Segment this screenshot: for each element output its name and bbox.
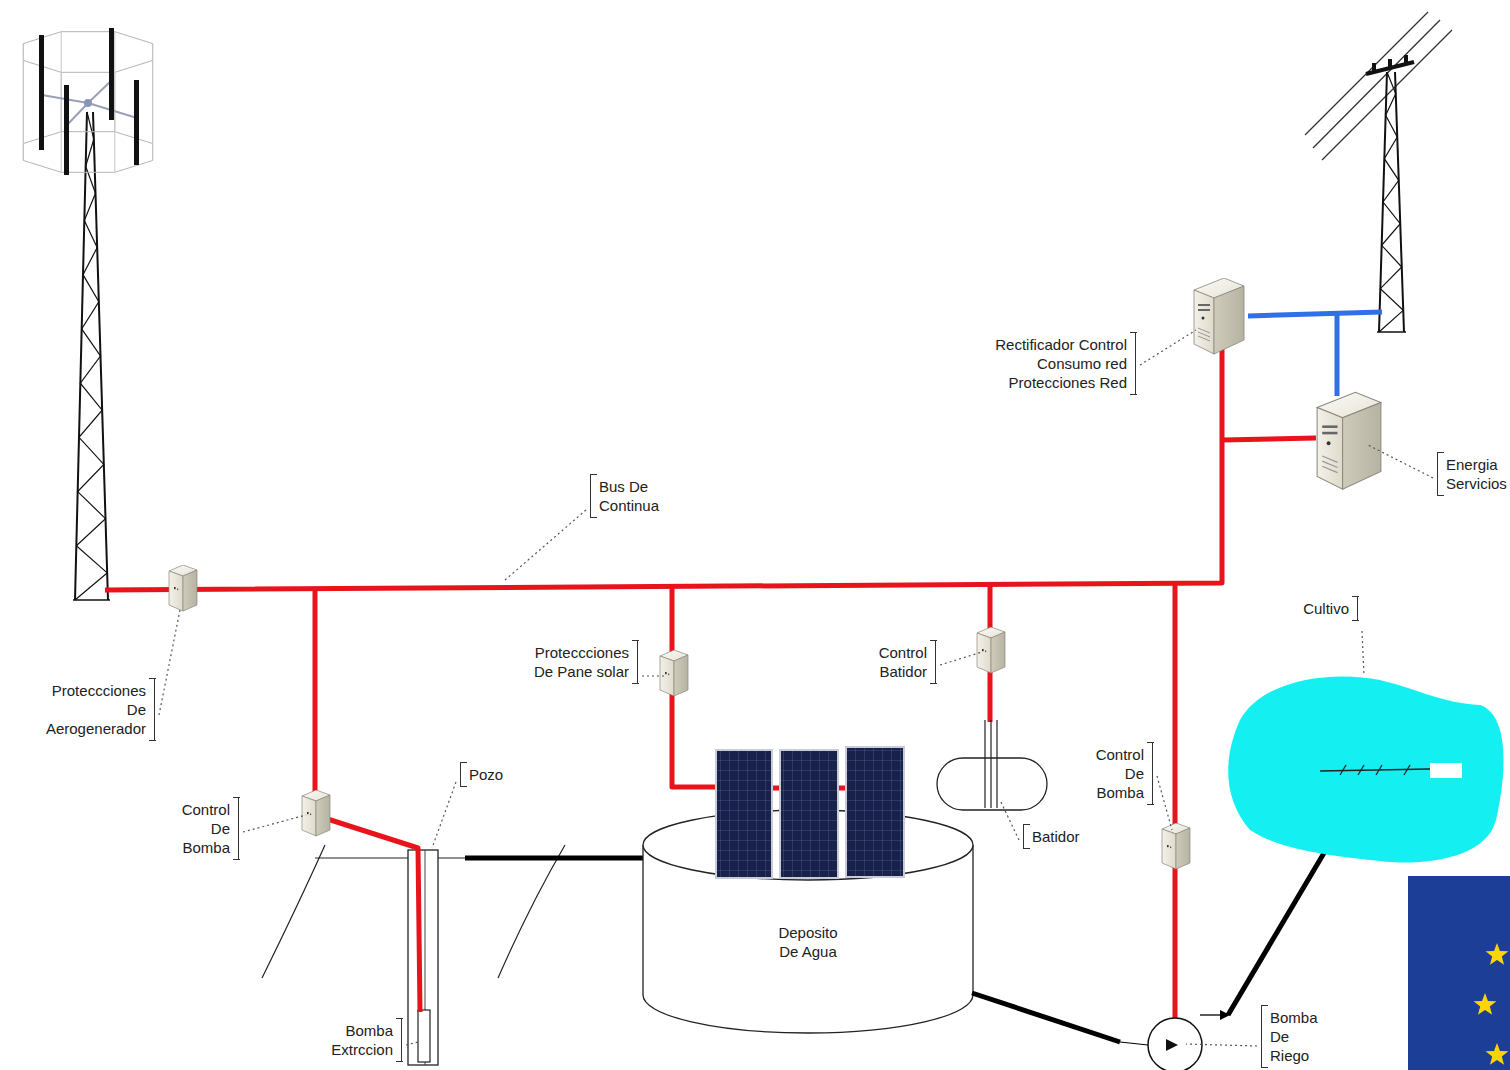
callout-label: Proteccciones De Pane solar bbox=[519, 640, 638, 684]
pylon-lattice bbox=[1395, 72, 1404, 332]
control-cabinets bbox=[169, 278, 1381, 869]
rotor-cage-line bbox=[114, 32, 115, 132]
dc-bus bbox=[105, 345, 1316, 1018]
flow-arrow bbox=[1220, 1010, 1230, 1020]
callout-label: Pozo bbox=[460, 762, 503, 787]
tower-lattice bbox=[75, 112, 87, 600]
flag-star bbox=[1486, 943, 1509, 965]
callout-label: Batidor bbox=[1023, 824, 1080, 849]
tower-lattice bbox=[75, 112, 107, 600]
callout-label: Rectificador Control Consumo red Protecc… bbox=[977, 332, 1136, 395]
solar-panels bbox=[716, 747, 904, 878]
crop-field bbox=[1228, 676, 1503, 862]
wind-rotor-blades bbox=[39, 28, 139, 175]
tank-label: Deposito De Agua bbox=[778, 923, 837, 961]
rotor-cage-line bbox=[23, 44, 24, 144]
callout-label: Bomba De Riego bbox=[1261, 1005, 1318, 1068]
rotor-cage-line bbox=[152, 44, 153, 144]
ac-grid-line bbox=[1248, 312, 1382, 396]
callout-label: Cultivo bbox=[1303, 596, 1358, 621]
callout-label: Proteccciones De Aerogenerador bbox=[46, 678, 155, 741]
water-pipe bbox=[1120, 1042, 1148, 1045]
callout-label: Control De Bomba bbox=[182, 797, 239, 860]
water-pipe bbox=[465, 856, 652, 861]
water-pipe bbox=[972, 993, 1120, 1042]
tower-lattice bbox=[73, 599, 110, 601]
flag-star bbox=[1486, 1043, 1509, 1065]
callout-label: Bomba Extrccion bbox=[331, 1018, 402, 1062]
tank-label-box: Deposito De Agua bbox=[774, 919, 841, 965]
callout-label: Bus De Continua bbox=[590, 474, 659, 518]
wind-turbine-tower bbox=[73, 112, 110, 600]
wind-rotor-cage bbox=[23, 32, 152, 173]
rotor-cage-line bbox=[61, 32, 62, 132]
callout-label: Control De Bomba bbox=[1096, 742, 1153, 805]
sprinkler bbox=[1320, 763, 1462, 778]
eu-flag bbox=[1408, 876, 1510, 1070]
callout-label: Control Batidor bbox=[879, 640, 936, 684]
callout-label: Energia Servicios bbox=[1437, 452, 1507, 496]
pylon-lattice bbox=[1377, 331, 1406, 333]
mixer bbox=[937, 720, 1047, 810]
irrigation-pump bbox=[1148, 1018, 1202, 1070]
pylon-lattice bbox=[1379, 72, 1403, 332]
well bbox=[262, 845, 565, 1065]
leader-lines bbox=[159, 330, 1433, 1046]
power-lines bbox=[1305, 12, 1452, 160]
flag-star bbox=[1474, 993, 1497, 1015]
grid-pylon bbox=[1366, 55, 1414, 332]
